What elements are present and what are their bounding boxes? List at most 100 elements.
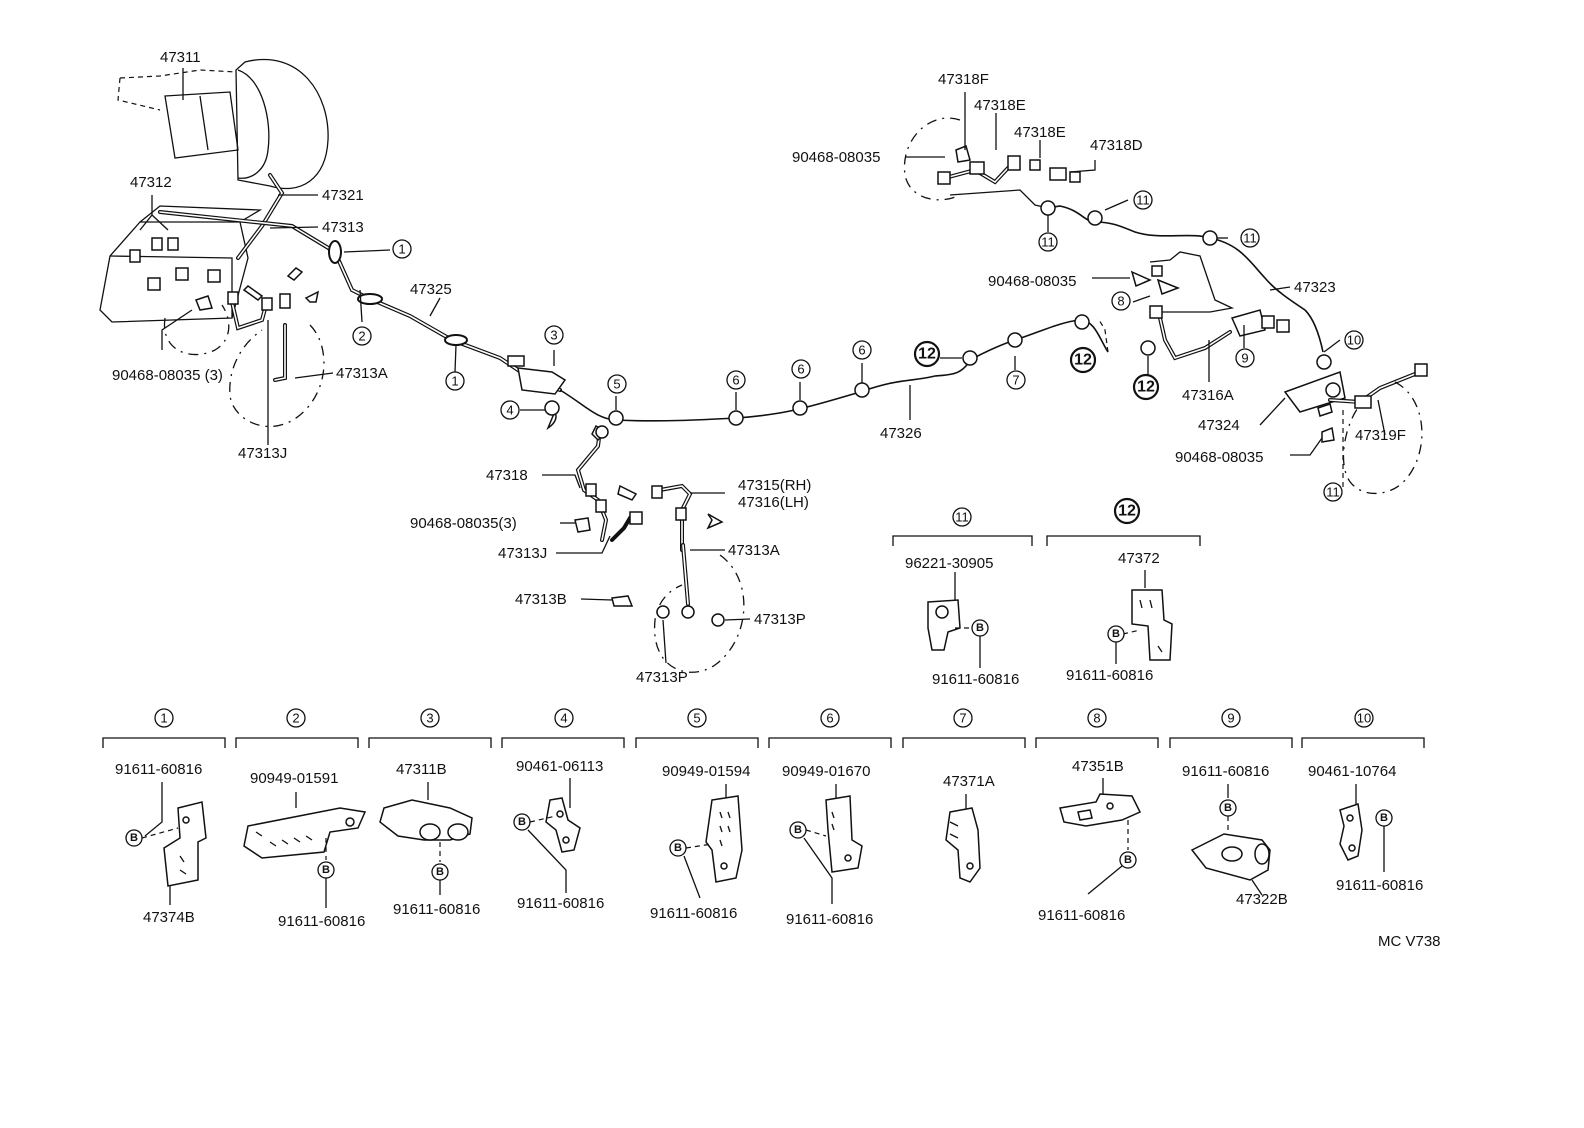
svg-text:4: 4 <box>506 403 513 418</box>
detail-10-bottom: 91611-60816 <box>1336 877 1423 894</box>
callout-2: 2 <box>352 326 372 346</box>
detail-5-top: 90949-01594 <box>662 763 750 780</box>
svg-text:B: B <box>1380 812 1388 824</box>
detail-12-key: 12 <box>1113 497 1141 525</box>
svg-text:B: B <box>436 866 444 878</box>
label-47313P-a: 47313P <box>754 611 806 628</box>
detail-7-top: 47371A <box>943 773 995 790</box>
callout-12-a: 12 <box>913 340 941 368</box>
detail-10-top: 90461-10764 <box>1308 763 1396 780</box>
label-47324: 47324 <box>1198 417 1240 434</box>
detail-5-b-marker: B <box>669 839 687 857</box>
svg-text:11: 11 <box>1243 231 1257 246</box>
detail-1-top: 91611-60816 <box>115 761 202 778</box>
detail-1-key: 1 <box>154 708 174 728</box>
detail-12: 12 47372 B 91611-60816 <box>1046 497 1201 684</box>
detail-4-b-marker: B <box>513 813 531 831</box>
abs-actuator <box>99 205 263 356</box>
svg-text:11: 11 <box>1041 235 1055 250</box>
label-47313J-a: 47313J <box>238 445 287 462</box>
label-47318E-a: 47318E <box>974 97 1026 114</box>
callout-6-b: 6 <box>791 359 811 379</box>
svg-text:10: 10 <box>1347 333 1361 348</box>
detail-6-b-marker: B <box>789 821 807 839</box>
label-47313B: 47313B <box>515 591 567 608</box>
detail-3-b-marker: B <box>431 863 449 881</box>
svg-text:12: 12 <box>1118 503 1136 520</box>
callout-3: 3 <box>544 325 564 345</box>
svg-text:1: 1 <box>160 711 167 726</box>
callout-7: 7 <box>1006 370 1026 390</box>
callout-6-a: 6 <box>726 370 746 390</box>
detail-6-bottom: 91611-60816 <box>786 911 873 928</box>
detail-2-bottom: 91611-60816 <box>278 913 365 930</box>
label-90468-08035-3a: 90468-08035 (3) <box>112 367 223 384</box>
detail-8-key: 8 <box>1087 708 1107 728</box>
label-47318F: 47318F <box>938 71 989 88</box>
brake-booster-master-cylinder <box>117 58 329 190</box>
detail-11: 11 96221-30905 B 91611-60816 <box>892 507 1033 688</box>
detail-2-key: 2 <box>286 708 306 728</box>
detail-5-bottom: 91611-60816 <box>650 905 737 922</box>
detail-12-bolt: 91611-60816 <box>1066 667 1153 684</box>
detail-12-b-marker: B <box>1107 625 1125 643</box>
detail-9: 9 91611-60816 B 47322B <box>1169 708 1293 908</box>
label-90468-08035-r3: 90468-08035 <box>1175 449 1263 466</box>
label-47321: 47321 <box>322 187 364 204</box>
svg-text:B: B <box>1112 628 1120 640</box>
detail-4-bottom: 91611-60816 <box>517 895 604 912</box>
detail-10: 10 90461-10764 B 91611-60816 <box>1301 708 1425 894</box>
svg-text:5: 5 <box>613 377 620 392</box>
detail-6-key: 6 <box>820 708 840 728</box>
callout-10: 10 <box>1344 330 1364 350</box>
svg-text:6: 6 <box>732 373 739 388</box>
callout-1-b: 1 <box>445 371 465 391</box>
label-47325: 47325 <box>410 281 452 298</box>
detail-11-key: 11 <box>952 507 972 527</box>
detail-3-key: 3 <box>420 708 440 728</box>
svg-text:9: 9 <box>1241 351 1248 366</box>
detail-4-key: 4 <box>554 708 574 728</box>
detail-9-bottom: 47322B <box>1236 891 1288 908</box>
svg-text:B: B <box>674 842 682 854</box>
detail-2: 2 90949-01591 B 91611-60816 <box>235 708 367 930</box>
svg-text:B: B <box>322 864 330 876</box>
svg-text:1: 1 <box>398 242 405 257</box>
detail-3: 3 47311B B 91611-60816 <box>368 708 492 918</box>
svg-text:3: 3 <box>550 328 557 343</box>
clips-left <box>328 240 567 395</box>
label-90468-08035-3b: 90468-08035(3) <box>410 515 517 532</box>
label-47313: 47313 <box>322 219 364 236</box>
svg-text:7: 7 <box>959 711 966 726</box>
callout-6-c: 6 <box>852 340 872 360</box>
detail-8-b-marker: B <box>1119 851 1137 869</box>
label-47311: 47311 <box>160 49 201 66</box>
brake-pipe-main <box>158 173 1109 422</box>
svg-text:B: B <box>130 832 138 844</box>
svg-text:2: 2 <box>292 711 299 726</box>
front-left-flex-hose <box>195 267 325 427</box>
label-47312: 47312 <box>130 174 172 191</box>
label-47316-lh: 47316(LH) <box>738 494 809 511</box>
svg-text:6: 6 <box>797 362 804 377</box>
label-90468-08035-r1: 90468-08035 <box>792 149 880 166</box>
svg-text:11: 11 <box>1326 485 1340 500</box>
detail-11-b-marker: B <box>971 619 989 637</box>
svg-text:2: 2 <box>358 329 365 344</box>
leader-lines <box>139 68 1386 664</box>
svg-text:1: 1 <box>451 374 458 389</box>
detail-9-key: 9 <box>1221 708 1241 728</box>
callout-5: 5 <box>607 374 627 394</box>
detail-7-key: 7 <box>953 708 973 728</box>
detail-11-part: 96221-30905 <box>905 555 993 572</box>
detail-2-b-marker: B <box>317 861 335 879</box>
detail-6: 6 90949-01670 B 91611-60816 <box>768 708 892 928</box>
rear-brake-pipe-area <box>903 117 1428 494</box>
label-47313J-b: 47313J <box>498 545 547 562</box>
svg-text:12: 12 <box>1074 352 1092 369</box>
diagram-reference-code: MC V738 <box>1378 933 1441 950</box>
svg-text:3: 3 <box>426 711 433 726</box>
svg-text:5: 5 <box>693 711 700 726</box>
callout-4: 4 <box>500 400 520 420</box>
svg-text:10: 10 <box>1357 711 1371 726</box>
